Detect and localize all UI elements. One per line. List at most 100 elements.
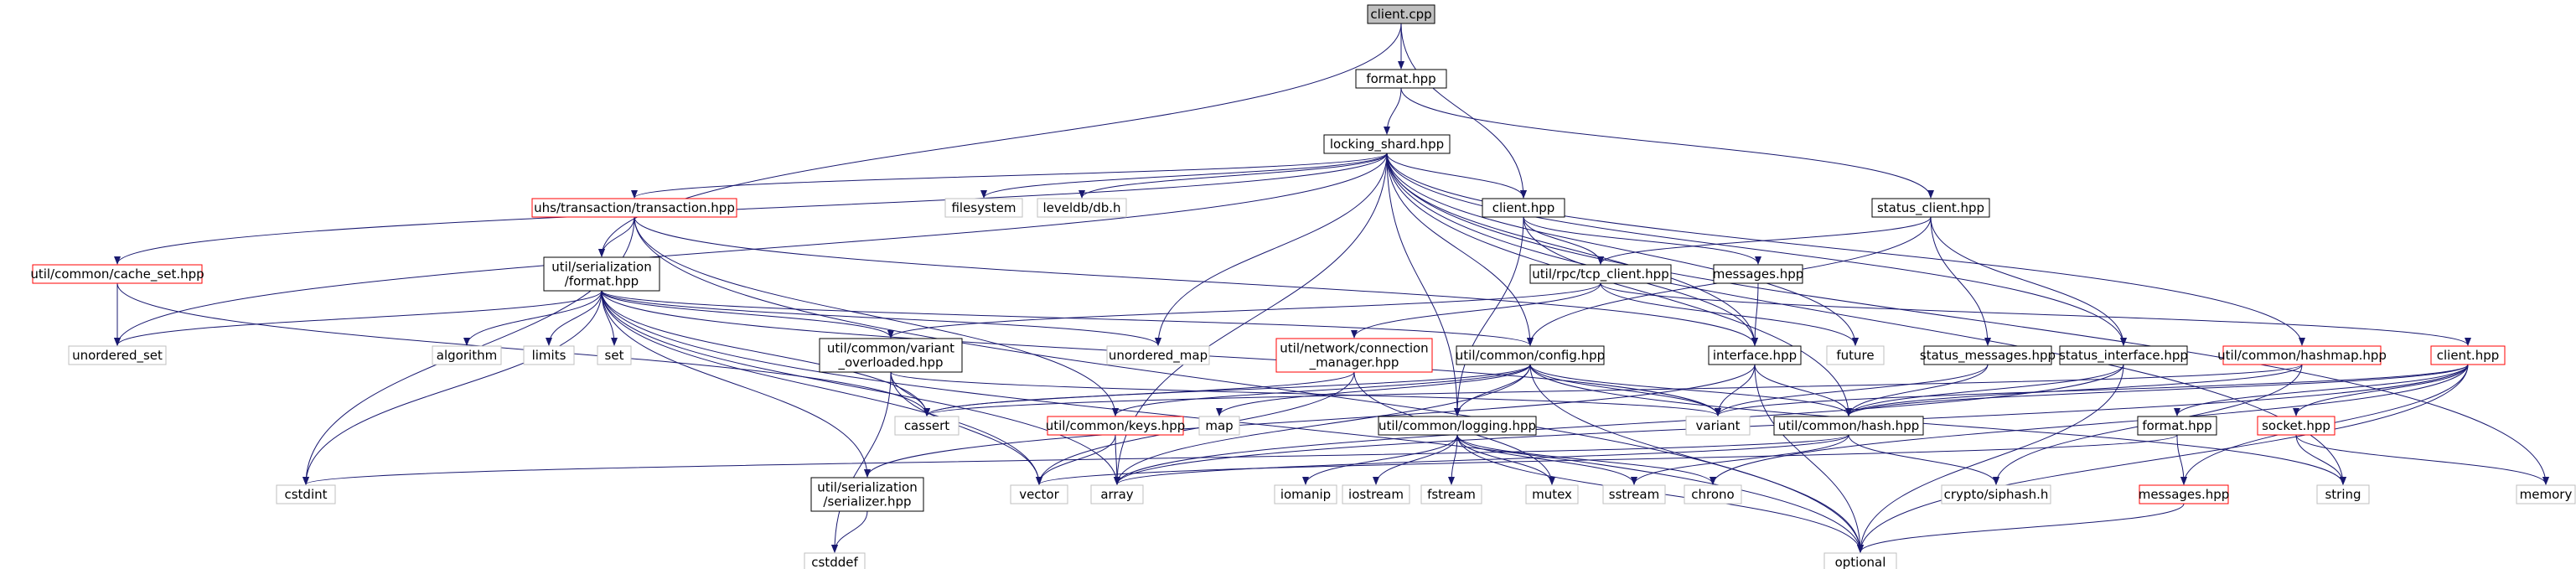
node-logging-hpp[interactable]: util/common/logging.hpp bbox=[1378, 416, 1537, 436]
edge-client_cpp-to-client_hpp_mid bbox=[1400, 23, 1527, 199]
node-box bbox=[804, 552, 866, 569]
edge-client_hpp_right-to-variant bbox=[1715, 364, 2469, 416]
edge-status_interface_hpp-to-hash_hpp bbox=[1845, 364, 2124, 416]
node-future[interactable]: future bbox=[1826, 345, 1885, 365]
node-box bbox=[543, 256, 660, 292]
node-siphash-h[interactable]: crypto/siphash.h bbox=[1941, 484, 2051, 504]
node-map[interactable]: map bbox=[1198, 416, 1240, 436]
node-label: /format.hpp bbox=[565, 274, 639, 289]
edges-layer bbox=[114, 23, 2549, 553]
node-iostream[interactable]: iostream bbox=[1342, 484, 1410, 504]
node-box bbox=[894, 416, 960, 436]
node-socket-hpp[interactable]: socket.hpp bbox=[2257, 416, 2335, 436]
edge-locking_shard_hpp-to-status_interface_hpp bbox=[1386, 153, 2127, 346]
edge-locking_shard_hpp-to-memory bbox=[1386, 153, 2549, 485]
node-chrono[interactable]: chrono bbox=[1684, 484, 1742, 504]
node-memory[interactable]: memory bbox=[2516, 484, 2576, 504]
node-variant[interactable]: variant bbox=[1685, 416, 1751, 436]
node-box bbox=[2137, 416, 2217, 436]
edge-locking_shard_hpp-to-leveldb_db_h bbox=[1079, 153, 1388, 199]
node-algorithm[interactable]: algorithm bbox=[432, 345, 502, 365]
node-box bbox=[1378, 416, 1537, 436]
node-box bbox=[1355, 69, 1447, 89]
node-variant-overloaded-hpp[interactable]: util/common/variant_overloaded.hpp bbox=[819, 338, 963, 373]
node-format-hpp-top[interactable]: format.hpp bbox=[1355, 69, 1447, 89]
node-cache-set-hpp[interactable]: util/common/cache_set.hpp bbox=[30, 264, 204, 284]
node-label: cstddef bbox=[811, 555, 858, 569]
node-box bbox=[1367, 4, 1435, 24]
edge-locking_shard_hpp-to-unordered_map bbox=[1155, 153, 1388, 346]
node-messages-hpp-mid[interactable]: messages.hpp bbox=[1713, 264, 1804, 284]
node-label: memory bbox=[2520, 487, 2573, 502]
edge-serialization_format_hpp-to-limits bbox=[546, 290, 603, 346]
node-tcp-client-hpp[interactable]: util/rpc/tcp_client.hpp bbox=[1529, 264, 1672, 284]
edge-serialization_format_hpp-to-cstdint bbox=[303, 290, 603, 485]
node-iomanip[interactable]: iomanip bbox=[1274, 484, 1337, 504]
node-client-cpp[interactable]: client.cpp bbox=[1367, 4, 1435, 24]
node-filesystem[interactable]: filesystem bbox=[944, 198, 1023, 218]
node-box bbox=[1941, 484, 2051, 504]
node-mutex[interactable]: mutex bbox=[1525, 484, 1579, 504]
node-label: util/common/cache_set.hpp bbox=[30, 266, 204, 282]
node-sstream[interactable]: sstream bbox=[1602, 484, 1666, 504]
node-label: format.hpp bbox=[1366, 71, 1435, 86]
node-status-client-hpp[interactable]: status_client.hpp bbox=[1871, 198, 1990, 218]
node-cstddef[interactable]: cstddef bbox=[804, 552, 866, 569]
node-box bbox=[1713, 264, 1803, 284]
node-keys-hpp[interactable]: util/common/keys.hpp bbox=[1046, 416, 1186, 436]
node-label: iostream bbox=[1348, 487, 1404, 502]
node-label: set bbox=[605, 348, 624, 363]
node-unordered-map[interactable]: unordered_map bbox=[1106, 345, 1210, 365]
node-box bbox=[1823, 552, 1897, 569]
edge-variant_overloaded_hpp-to-variant bbox=[890, 371, 1721, 416]
node-array[interactable]: array bbox=[1090, 484, 1144, 504]
node-label: future bbox=[1836, 348, 1874, 363]
edge-interface_hpp-to-optional bbox=[1754, 364, 1864, 553]
node-leveldb-db-h[interactable]: leveldb/db.h bbox=[1037, 198, 1127, 218]
edge-client_hpp_right-to-hash_hpp bbox=[1845, 364, 2469, 416]
node-box bbox=[2430, 345, 2506, 365]
node-client-hpp-right[interactable]: client.hpp bbox=[2430, 345, 2506, 365]
edge-locking_shard_hpp-to-cache_set_hpp bbox=[114, 153, 1388, 265]
node-label: client.cpp bbox=[1370, 7, 1431, 22]
edge-config_hpp-to-cassert bbox=[923, 364, 1531, 416]
edge-format_hpp_right-to-vector bbox=[1036, 434, 2178, 485]
node-box bbox=[2257, 416, 2335, 436]
node-hashmap-hpp[interactable]: util/common/hashmap.hpp bbox=[2217, 345, 2387, 365]
node-interface-hpp[interactable]: interface.hpp bbox=[1708, 345, 1802, 365]
node-config-hpp[interactable]: util/common/config.hpp bbox=[1456, 345, 1605, 365]
node-label: util/common/keys.hpp bbox=[1046, 418, 1186, 433]
edge-locking_shard_hpp-to-hashmap_hpp bbox=[1386, 153, 2305, 346]
node-unordered-set[interactable]: unordered_set bbox=[68, 345, 167, 365]
node-locking-shard-hpp[interactable]: locking_shard.hpp bbox=[1323, 134, 1451, 154]
node-limits[interactable]: limits bbox=[523, 345, 575, 365]
node-serializer-hpp[interactable]: util/serialization/serializer.hpp bbox=[810, 477, 924, 512]
node-set[interactable]: set bbox=[597, 345, 632, 365]
node-optional[interactable]: optional bbox=[1823, 552, 1897, 569]
edge-tcp_client_hpp-to-client_hpp_right bbox=[1600, 282, 2471, 346]
node-label: util/serialization bbox=[551, 260, 651, 275]
edge-hash_hpp-to-cstdint bbox=[303, 434, 1849, 485]
node-client-hpp-mid[interactable]: client.hpp bbox=[1482, 198, 1565, 218]
node-cassert[interactable]: cassert bbox=[894, 416, 960, 436]
node-status-messages-hpp[interactable]: status_messages.hpp bbox=[1920, 345, 2056, 365]
edge-config_hpp-to-keys_hpp bbox=[1112, 364, 1531, 416]
node-connection-manager-hpp[interactable]: util/network/connection_manager.hpp bbox=[1275, 338, 1433, 373]
node-vector[interactable]: vector bbox=[1010, 484, 1068, 504]
node-box bbox=[1684, 484, 1742, 504]
node-label: algorithm bbox=[437, 348, 497, 363]
node-uhs-transaction-hpp[interactable]: uhs/transaction/transaction.hpp bbox=[531, 198, 737, 218]
node-messages-hpp-right[interactable]: messages.hpp bbox=[2139, 484, 2230, 504]
node-hash-hpp[interactable]: util/common/hash.hpp bbox=[1773, 416, 1924, 436]
node-cstdint[interactable]: cstdint bbox=[276, 484, 336, 504]
edge-tcp_client_hpp-to-connection_manager_hpp bbox=[1351, 282, 1601, 339]
node-string[interactable]: string bbox=[2316, 484, 2370, 504]
node-status-interface-hpp[interactable]: status_interface.hpp bbox=[2059, 345, 2188, 365]
edge-serialization_format_hpp-to-cassert bbox=[601, 290, 930, 416]
node-fstream[interactable]: fstream bbox=[1420, 484, 1482, 504]
node-serialization-format-hpp[interactable]: util/serialization/format.hpp bbox=[543, 256, 660, 292]
node-box bbox=[1010, 484, 1068, 504]
node-label: /serializer.hpp bbox=[823, 494, 911, 510]
node-label: limits bbox=[532, 348, 566, 363]
node-format-hpp-right[interactable]: format.hpp bbox=[2137, 416, 2217, 436]
